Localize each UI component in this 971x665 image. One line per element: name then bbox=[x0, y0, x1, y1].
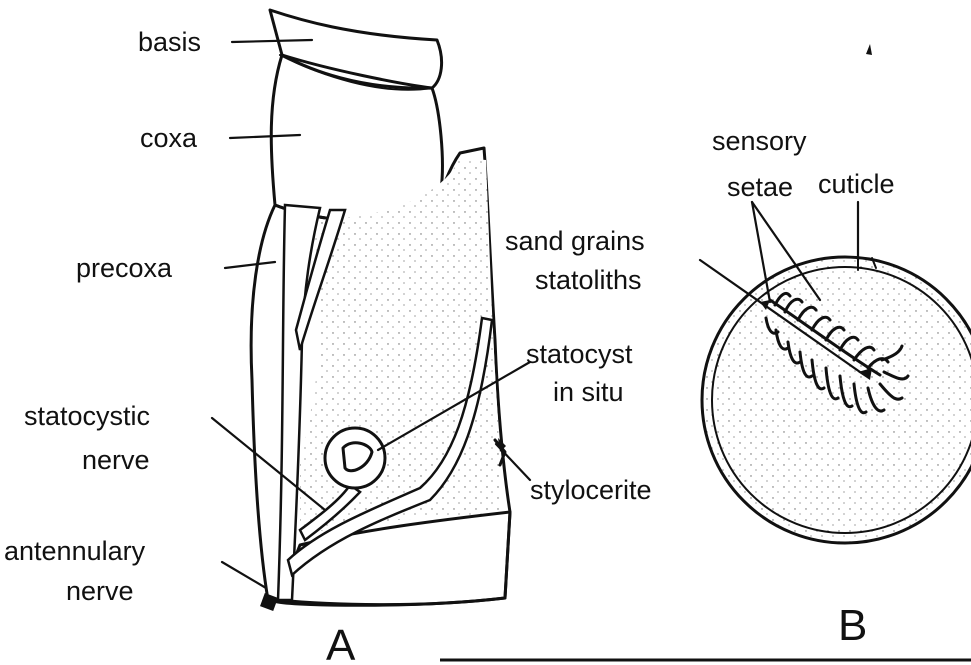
label-antennulary-line2: nerve bbox=[66, 576, 134, 606]
label-stylocerite: stylocerite bbox=[530, 475, 652, 505]
label-statocyst-line2: in situ bbox=[553, 377, 624, 407]
label-coxa: coxa bbox=[140, 123, 198, 153]
panel-label-b: B bbox=[838, 601, 867, 650]
label-sand-grains: sand grains bbox=[505, 226, 645, 256]
label-precoxa: precoxa bbox=[76, 253, 173, 283]
label-cuticle: cuticle bbox=[818, 169, 895, 199]
coxa-segment bbox=[271, 55, 442, 222]
label-statocystic-line1: statocystic bbox=[24, 401, 150, 431]
label-statoliths: statoliths bbox=[535, 265, 642, 295]
print-speck bbox=[866, 44, 872, 55]
basis-segment bbox=[270, 10, 442, 88]
label-sensory-line2: setae bbox=[727, 172, 793, 202]
label-antennulary-line1: antennulary bbox=[4, 536, 146, 566]
antennule-drawing bbox=[251, 10, 510, 611]
label-statocystic-line2: nerve bbox=[82, 445, 150, 475]
panel-label-a: A bbox=[326, 621, 356, 665]
label-sensory-line1: sensory bbox=[712, 126, 807, 156]
label-basis: basis bbox=[138, 27, 201, 57]
label-statocyst-line1: statocyst bbox=[526, 339, 633, 369]
statocyst-in-situ bbox=[325, 428, 385, 488]
statocyst-section bbox=[702, 257, 971, 543]
